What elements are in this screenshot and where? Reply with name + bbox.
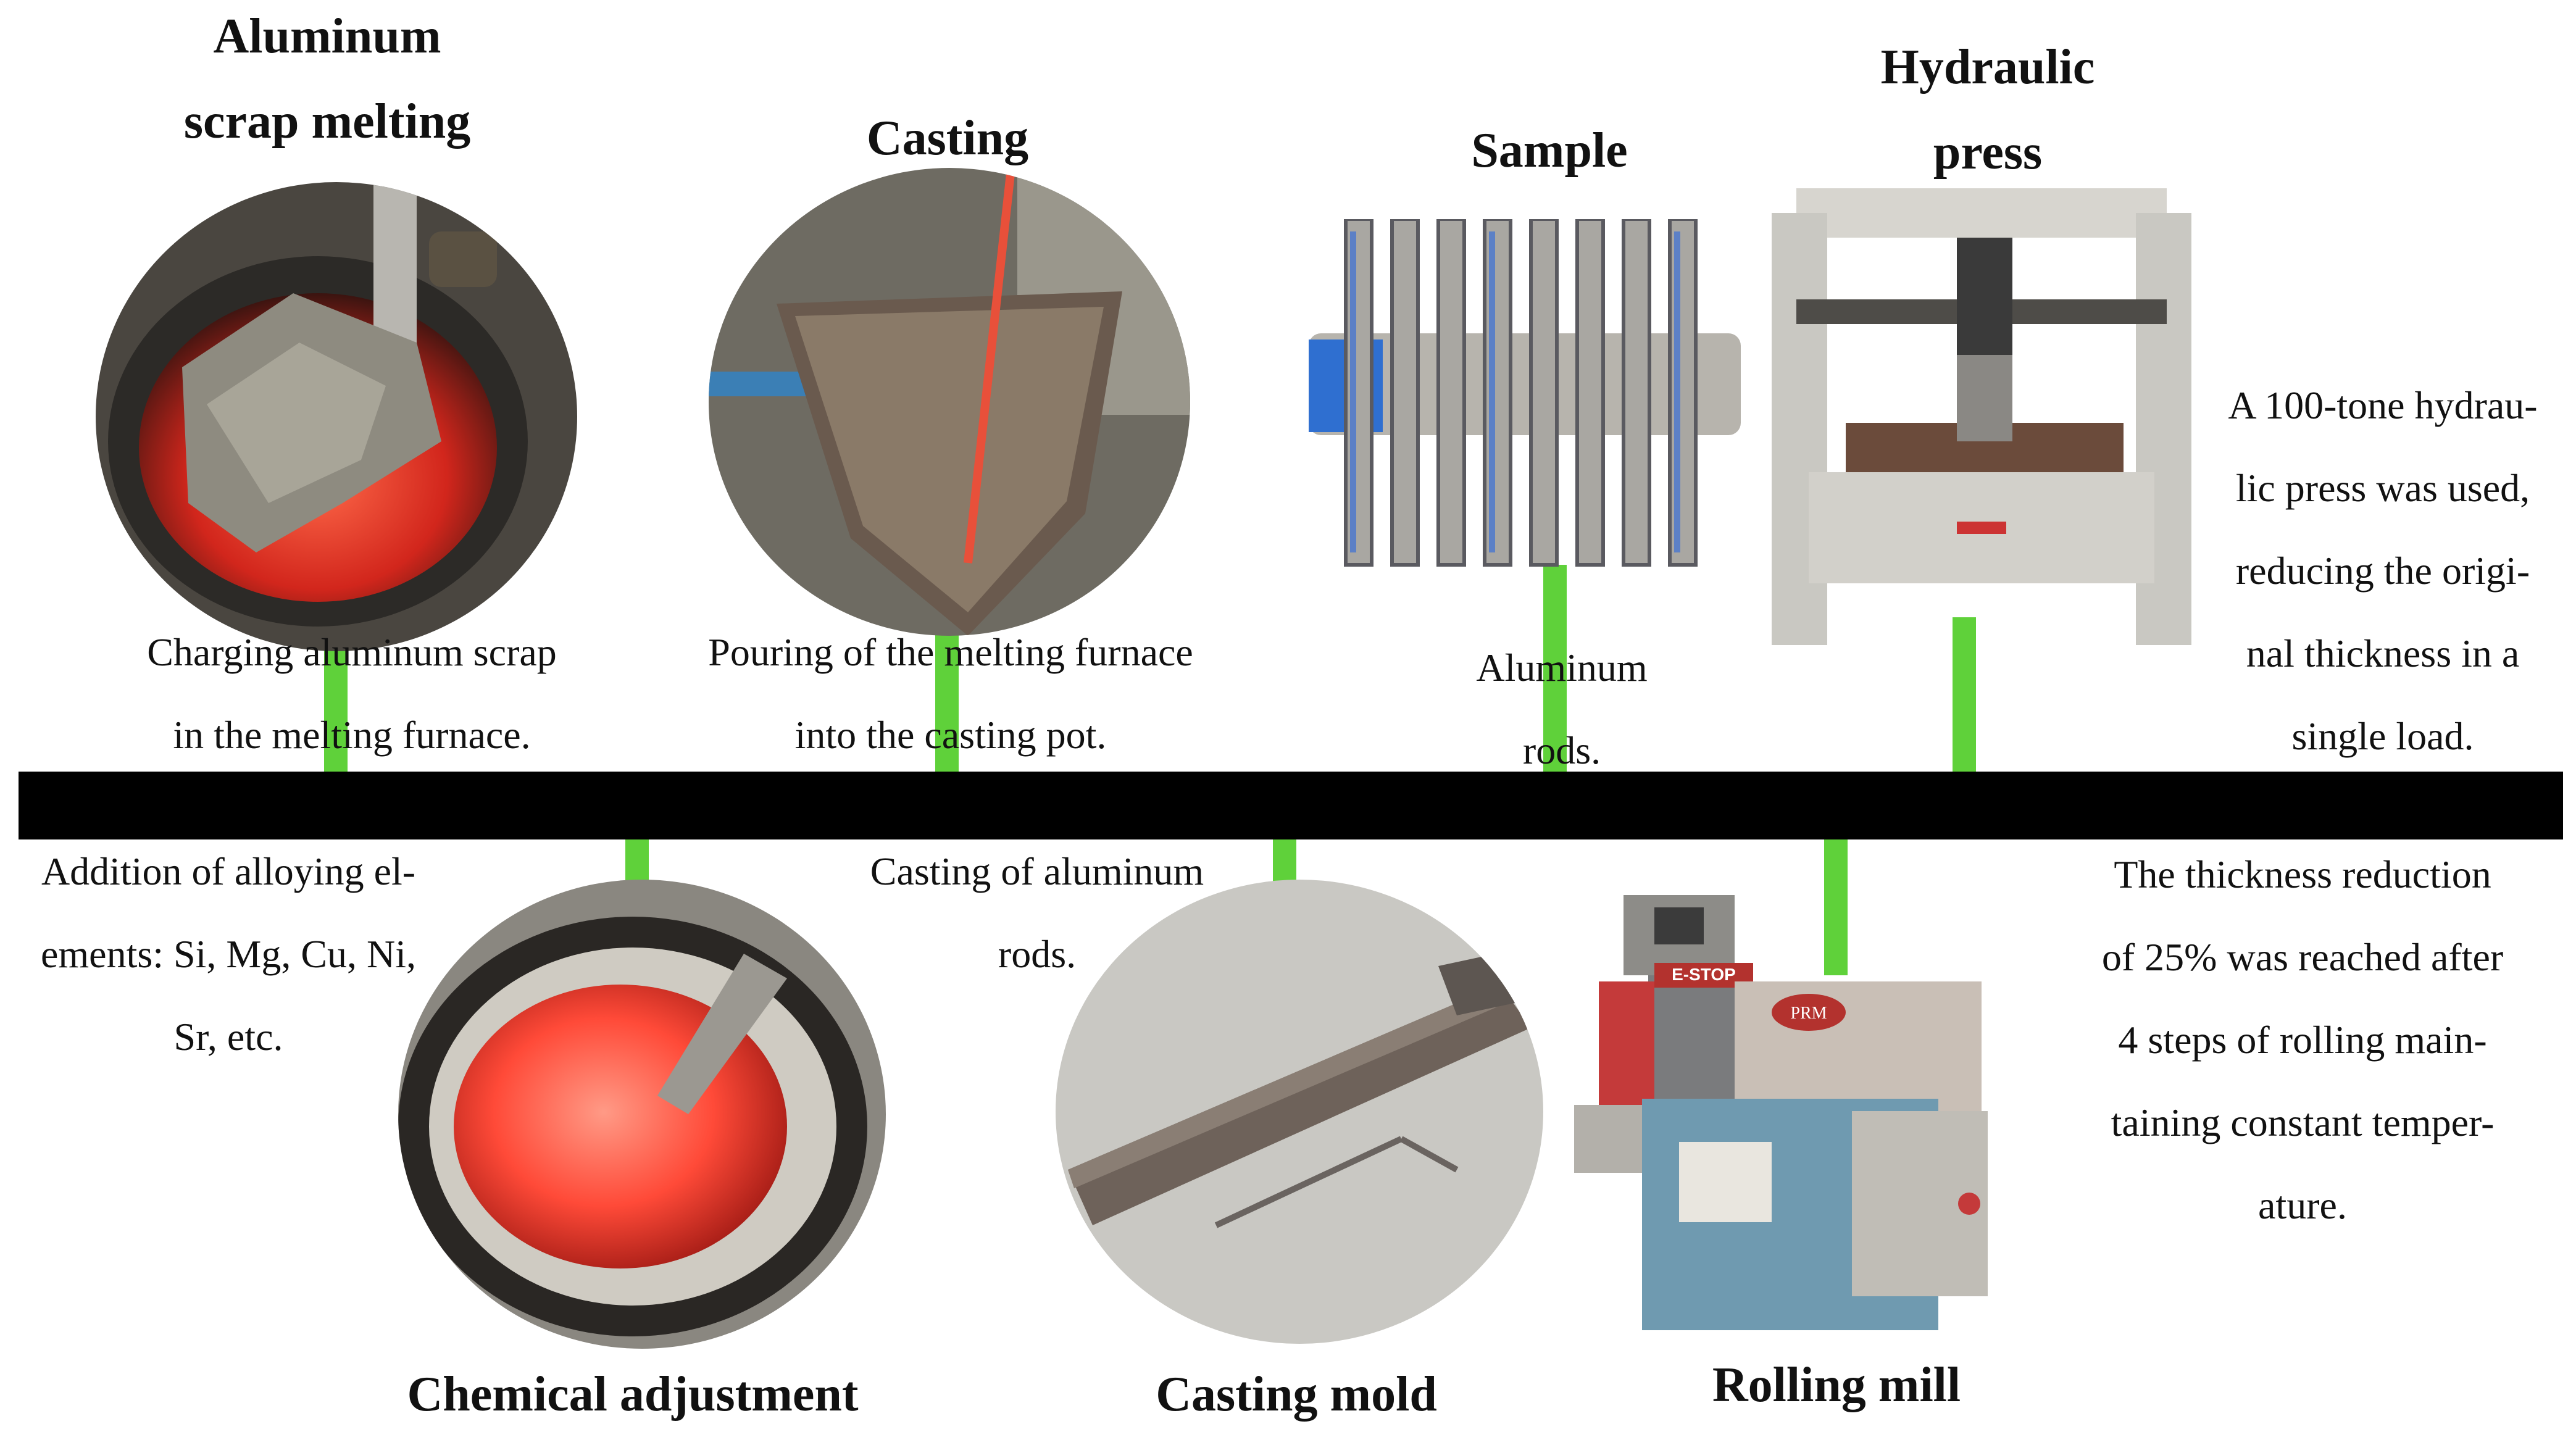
step-description-hydraulic-press: A 100-tone hydrau- lic press was used, r… — [2228, 383, 2538, 758]
connector-sample — [1543, 565, 1567, 775]
connector-chemical-adjustment — [625, 836, 649, 886]
step-title-casting-mold: Casting mold — [1156, 1367, 1437, 1422]
e-stop-label: E-STOP — [1672, 965, 1736, 984]
step-description-casting-mold: Casting of aluminum rods. — [870, 849, 1204, 976]
connector-casting-mold — [1273, 836, 1296, 886]
connector-hydraulic-press — [1953, 617, 1976, 775]
step-title-scrap-melting: Aluminum scrap melting — [183, 9, 471, 149]
step-description-sample: Aluminum rods. — [1476, 646, 1648, 772]
molten-metal-crucible-photo — [398, 880, 886, 1349]
step-title-casting: Casting — [866, 111, 1029, 165]
furnace-with-scrap-photo — [96, 182, 577, 651]
step-title-hydraulic-press: Hydraulic press — [1880, 40, 2095, 180]
pouring-ladle-photo — [709, 168, 1190, 636]
step-title-sample: Sample — [1471, 123, 1628, 178]
connector-casting — [935, 623, 959, 775]
step-title-rolling-mill: Rolling mill — [1712, 1358, 1961, 1412]
hydraulic-press-photo — [1772, 188, 2198, 645]
step-description-rolling-mill: The thickness reduction of 25% was reach… — [2101, 852, 2504, 1227]
timeline-bar — [19, 772, 2563, 839]
step-description-scrap-melting: Charging aluminum scrap in the melting f… — [147, 630, 557, 757]
aluminum-rods-photo — [1303, 219, 1747, 577]
step-title-chemical-adjustment: Chemical adjustment — [407, 1367, 859, 1422]
rolling-mill-photo: E-STOP PRM — [1574, 895, 2006, 1330]
casting-mold-photo — [1056, 880, 1543, 1344]
connector-rolling-mill — [1824, 836, 1848, 975]
prm-logo: PRM — [1790, 1004, 1827, 1023]
step-description-chemical-adjustment: Addition of alloying el- ements: Si, Mg,… — [40, 849, 417, 1059]
step-description-casting: Pouring of the melting furnace into the … — [708, 630, 1193, 757]
